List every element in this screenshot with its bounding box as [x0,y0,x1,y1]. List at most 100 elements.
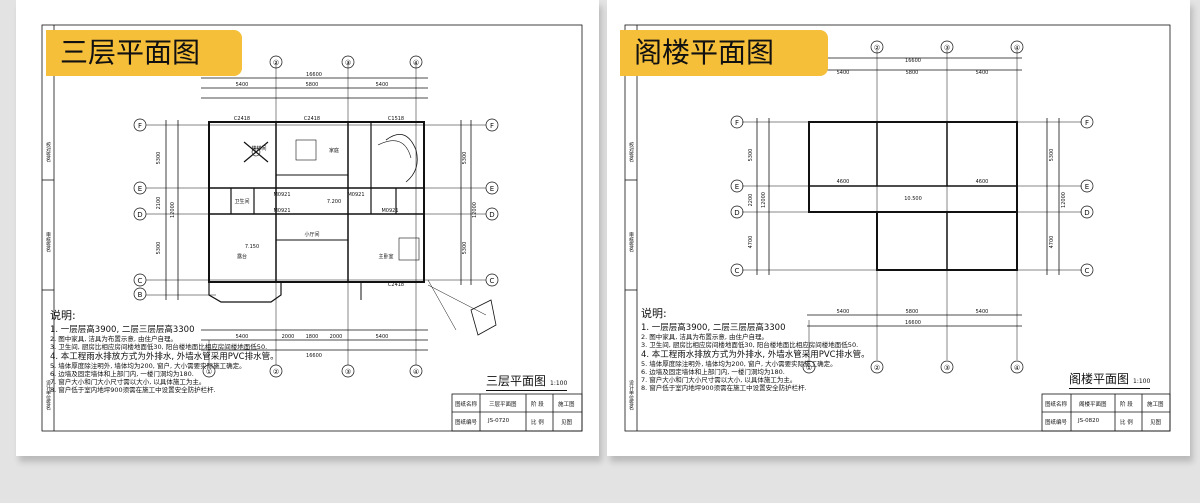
axis-label: C [1085,267,1090,275]
tb-scale-value: 见图 [561,420,573,426]
elevation-label: 10.500 [904,196,922,202]
dim-label: 16600 [905,58,921,64]
axis-label: D [137,211,142,219]
code-label: M0921 [273,192,290,198]
tb-num-label: 图纸编号 [455,420,478,426]
notes-title: 说明: [50,309,76,322]
dim-label: 5400 [837,70,850,76]
note-line: 6. 边墙及固定墙体和上部门内, 一楼门洞均为180. [641,367,785,376]
axis-label: ② [874,364,880,372]
note-line: 1. 一层层高3900, 二层三层层高3300 [50,325,195,335]
code-label: M0921 [273,208,290,214]
axis-label: ① [206,368,212,376]
dim-label: 5300 [462,242,468,255]
code-label: C2418 [304,116,320,122]
dim-label: 5300 [462,152,468,165]
dim-label: 2100 [156,197,162,210]
axis-label: ② [273,368,279,376]
dim-label: 16600 [905,320,921,326]
elevation-label: 7.200 [327,199,341,205]
dim-label: 16600 [306,353,322,359]
plan-scale: 1:100 [550,380,568,387]
plan-drawing-attic: ② ③ ④ ① ② ③ ④ F E D C F E D C 16600 5400… [624,24,1171,432]
dim-label: 2200 [748,194,754,207]
axis-label: C [735,267,740,275]
axis-label: D [1084,209,1089,217]
dim-label: 12000 [472,202,478,218]
tb-stage-label: 阶 段 [1120,402,1133,408]
floor-plan-sheet-attic: ② ③ ④ ① ② ③ ④ F E D C F E D C 16600 5400… [607,0,1190,456]
title-block [1041,393,1171,432]
dim-label: 5400 [376,334,389,340]
axis-label: D [734,209,739,217]
axis-label: C [490,277,495,285]
note-line: 4. 本工程雨水排放方式为外排水, 外墙水管采用PVC排水管。 [641,349,870,360]
code-label: C2418 [234,116,250,122]
dim-label: 5300 [1049,149,1055,162]
axis-label: ④ [413,59,419,67]
tb-scale-label: 比 例 [1120,420,1133,426]
note-line: 6. 边墙及固定墙体和上部门内, 一楼门洞均为180. [50,369,194,378]
side-sign-label: 校对签名 [45,142,51,162]
code-label: C1518 [388,116,404,122]
tb-name-value: 三层平面图 [489,402,517,408]
dim-label: 5400 [976,309,989,315]
note-line: 3. 卫生间, 厨房比相应房间楼地面低30, 阳台楼地面比相应房间楼地面低50. [50,343,268,352]
axis-label: ③ [944,44,950,52]
plan-drawing-3f: ② ③ ④ ① ② ③ ④ F E D C B F E D C 16600 54… [41,24,583,432]
dim-label: 5800 [906,70,919,76]
axis-label: ② [273,59,279,67]
axis-label: ④ [1014,44,1020,52]
axis-label: ③ [944,364,950,372]
note-line: 7. 窗户大小和门大小尺寸需以大小, 以具体施工为主。 [641,376,797,385]
axis-label: ① [806,364,812,372]
note-line: 5. 墙体厚度除注明外, 墙体均为200, 窗户, 大小需要实际施工确定。 [50,361,246,370]
axis-label: ③ [345,368,351,376]
side-sign-label: 设计单位签名 [45,380,51,410]
axis-label: ④ [413,368,419,376]
tb-num-value: JS-0820 [1078,418,1100,424]
axis-label: F [138,122,142,130]
sheet-badge: 阁楼平面图 [620,30,828,76]
drawing-frame [624,24,1171,432]
side-sign-label: 审核签名 [628,232,634,252]
axis-label: ③ [345,59,351,67]
dim-label: 16600 [306,72,322,78]
dim-label: 5400 [976,70,989,76]
note-line: 4. 本工程雨水排放方式为外排水, 外墙水管采用PVC排水管。 [50,351,279,362]
note-line: 3. 卫生间, 厨房比相应房间楼地面低30, 阳台楼地面比相应房间楼地面低50. [641,341,859,350]
code-label: M0921 [381,208,398,214]
title-block [451,393,583,432]
dim-label: 5300 [156,242,162,255]
drawing-frame [41,24,583,432]
axis-label: E [735,183,739,191]
code-label: 4600 [976,179,989,185]
dim-label: 12000 [170,202,176,218]
side-sign-label: 审核签名 [45,232,51,252]
code-label: 4600 [837,179,850,185]
axis-label: B [138,291,143,299]
tb-name-label: 图纸名称 [455,402,478,408]
room-label: 楼梯间 [251,145,266,152]
note-line: 2. 图中家具, 洁具为布置示意, 由住户自理。 [641,333,769,341]
dim-label: 5400 [236,82,249,88]
axis-label: F [490,122,494,130]
axis-label: E [1085,183,1089,191]
elevation-label: 7.150 [245,244,259,250]
side-sign-label: 设计单位签名 [628,380,634,410]
axis-label: E [138,185,142,193]
tb-stage-label: 阶 段 [531,402,544,408]
notes-title: 说明: [641,307,667,320]
plan-title-text: 阁楼平面图 [1069,372,1130,386]
code-label: M0921 [347,192,364,198]
room-label: 主卧室 [378,253,393,260]
room-label: 卫生间 [234,198,249,205]
note-line: 7. 窗户大小和门大小尺寸需以大小, 以具体施工为主。 [50,378,206,387]
dim-label: 2000 [330,334,343,340]
axis-label: ④ [1014,364,1020,372]
tb-scale-value: 见图 [1150,420,1162,426]
note-line: 8. 窗户低于室内地坪900须需在施工中设置安全防护栏杆. [50,386,216,395]
tb-name-value: 阁楼平面图 [1079,402,1107,408]
